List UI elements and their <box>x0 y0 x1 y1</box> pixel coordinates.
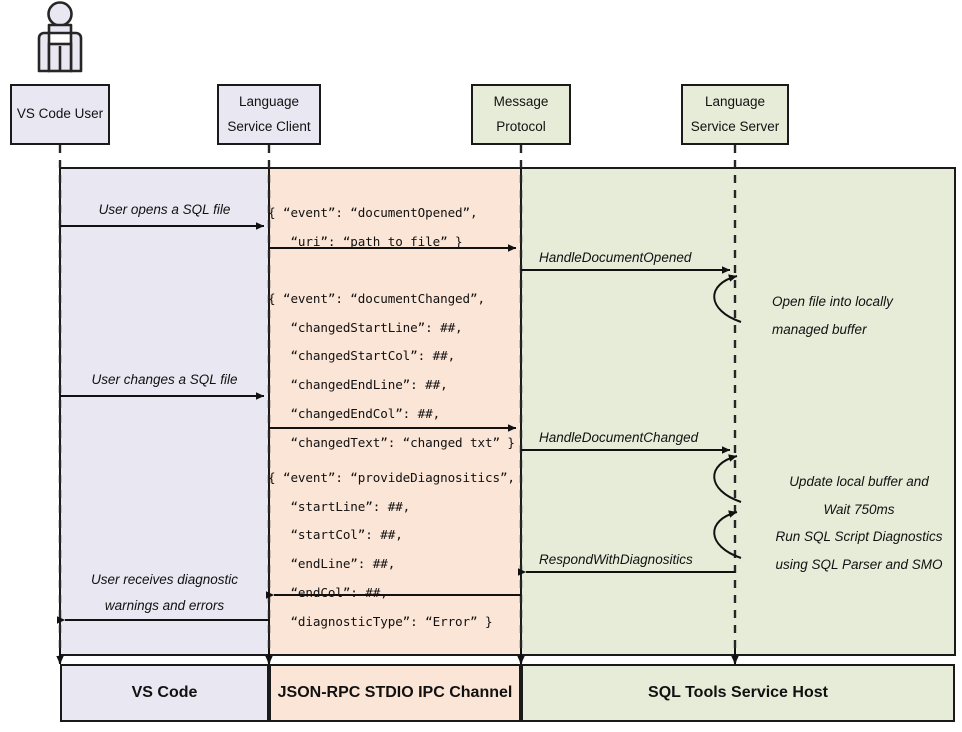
footer-ipc-channel[interactable]: JSON-RPC STDIO IPC Channel <box>269 664 521 722</box>
footer-vs-code[interactable]: VS Code <box>60 664 269 722</box>
lifeline-head-lang-svc-client-line2: Service Client <box>227 118 311 134</box>
footer-sql-tools-service-host[interactable]: SQL Tools Service Host <box>521 664 955 722</box>
lifeline-head-message-protocol-line2: Protocol <box>496 118 546 134</box>
lifeline-head-lang-svc-server-line1: Language <box>704 93 766 109</box>
self-note-run-diagnostics: Run SQL Script Diagnostics using SQL Par… <box>775 529 943 573</box>
footer-vs-code-label: VS Code <box>131 684 198 701</box>
lifeline-stems <box>58 145 737 663</box>
message-label-user-opens-sql-file: User opens a SQL file <box>98 202 231 217</box>
lifeline-head-lang-svc-client[interactable]: Language Service Client <box>217 84 321 145</box>
footer-ipc-channel-label: JSON-RPC STDIO IPC Channel <box>277 684 513 701</box>
vs-code-user-actor-icon <box>37 1 83 73</box>
self-call-loops <box>713 274 742 559</box>
lifeline-head-vscode-user-line1: VS Code User <box>16 106 104 122</box>
message-label-user-receives-diagnostics: User receives diagnostic warnings and er… <box>90 572 239 614</box>
payload-document-changed: { “event”: “documentChanged”, “changedSt… <box>268 291 515 450</box>
message-arrows <box>56 222 735 624</box>
lifeline-head-message-protocol[interactable]: Message Protocol <box>471 84 571 145</box>
message-label-handle-document-changed: HandleDocumentChanged <box>539 430 699 445</box>
lifeline-head-message-protocol-line1: Message <box>493 93 549 109</box>
message-label-handle-document-opened: HandleDocumentOpened <box>539 250 692 265</box>
footer-sql-tools-service-host-label: SQL Tools Service Host <box>648 684 828 701</box>
lifeline-head-lang-svc-server[interactable]: Language Service Server <box>681 84 789 145</box>
lifeline-head-lang-svc-server-line2: Service Server <box>690 118 780 134</box>
payload-document-opened: { “event”: “documentOpened”, “uri”: “pat… <box>268 205 478 249</box>
lifeline-head-lang-svc-client-line1: Language <box>238 93 300 109</box>
message-label-user-changes-sql-file: User changes a SQL file <box>91 372 238 387</box>
payload-provide-diagnostics: { “event”: “provideDiagnositics”, “start… <box>268 470 515 629</box>
self-note-open-file: Open file into locally managed buffer <box>772 294 893 338</box>
activity-bands <box>59 167 956 656</box>
message-label-respond-with-diagnostics: RespondWithDiagnositics <box>539 552 693 567</box>
lifeline-terminators <box>56 648 739 665</box>
lifeline-head-vscode-user[interactable]: VS Code User <box>10 84 110 145</box>
self-note-update-buffer: Update local buffer and Wait 750ms <box>789 474 929 518</box>
